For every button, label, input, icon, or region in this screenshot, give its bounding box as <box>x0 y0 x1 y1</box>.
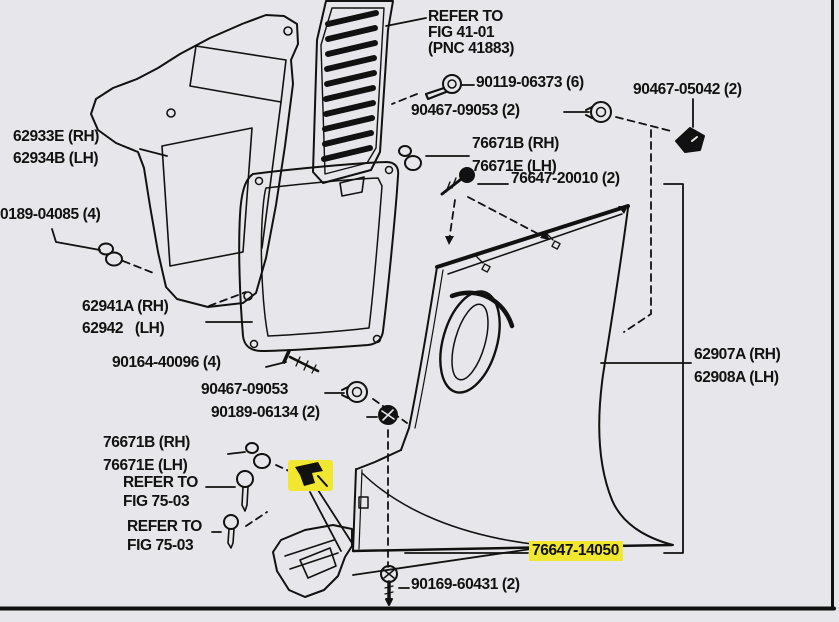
pin-icon-75-03-lower <box>223 514 239 549</box>
mudguard-panel-part <box>351 204 674 553</box>
pushpin-fastener-icon <box>675 127 705 153</box>
drawing-frame <box>0 0 836 611</box>
screw-icon-40096 <box>282 349 320 374</box>
bolt-icon-06134 <box>378 405 398 425</box>
gasket-part <box>238 161 400 352</box>
clip-icon-lower <box>245 442 271 469</box>
bolt-icon <box>424 74 462 101</box>
screw-icon-60431 <box>380 565 398 606</box>
highlighted-clip <box>288 460 333 491</box>
mudguard-bracket-part <box>272 524 353 598</box>
grommet-icon <box>98 242 123 267</box>
clip-icon-upper <box>398 145 422 171</box>
flange-nut-icon-lower <box>341 381 368 403</box>
screw-icon-20010 <box>440 167 475 196</box>
vent-louver-part <box>312 0 394 197</box>
flange-nut-icon-upper <box>585 101 612 123</box>
pin-icon-75-03-upper <box>236 470 254 512</box>
leader-arrowheads <box>445 206 628 245</box>
vent-duct-panel-part <box>90 14 299 308</box>
dashed-leader-lines <box>122 93 672 568</box>
